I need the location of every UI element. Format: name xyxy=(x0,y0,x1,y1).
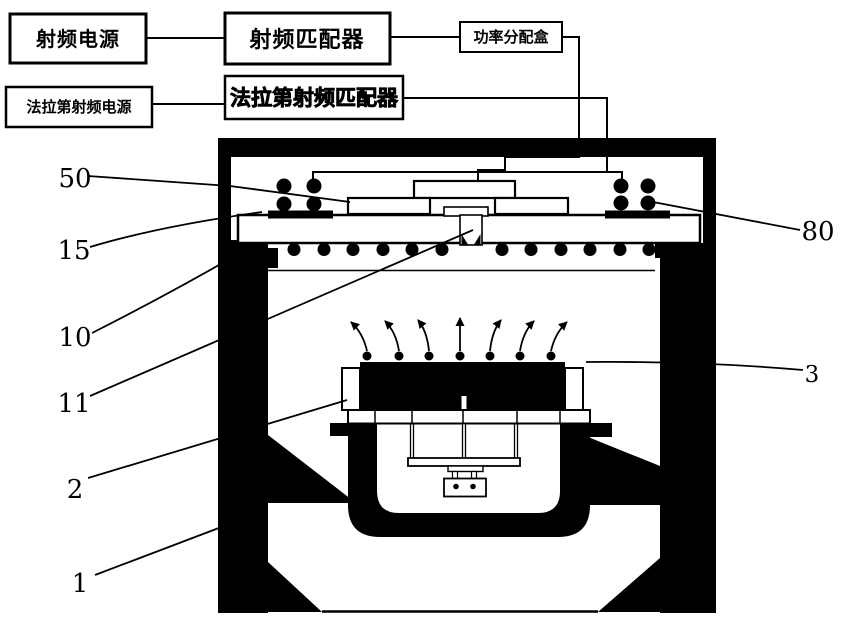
susceptor-center-seam xyxy=(461,396,467,410)
coil-turns-right xyxy=(613,178,656,211)
clamp-bracket-left xyxy=(341,367,361,411)
leader-10 xyxy=(91,245,253,334)
pedestal-shaft xyxy=(409,424,519,458)
drive-box xyxy=(443,477,487,498)
coil-dot xyxy=(640,195,656,211)
ref-2: 2 xyxy=(67,475,84,505)
faraday-rf-power-label: 法拉第射频电源 xyxy=(26,98,131,116)
arrow xyxy=(519,320,535,352)
leader-11 xyxy=(89,229,474,397)
fastener-dot xyxy=(613,243,627,256)
support-band xyxy=(347,409,591,425)
ref-1: 1 xyxy=(72,569,89,599)
feed-block-top xyxy=(412,179,517,200)
base-wedge-right xyxy=(588,437,660,505)
stem-wedge-right xyxy=(474,234,481,245)
fastener-dot xyxy=(405,243,419,256)
window-assembly xyxy=(236,178,702,256)
reference-numerals: 50 15 10 11 2 1 80 3 xyxy=(57,164,834,599)
coil-dot xyxy=(613,195,629,211)
bracket-leg-left xyxy=(451,470,459,480)
stem-wedge-left xyxy=(461,234,468,245)
rf-power-box xyxy=(8,12,148,65)
wire-divider-to-coil xyxy=(477,36,580,183)
feed-slab-right xyxy=(493,196,570,216)
block-diagram: 射频电源 射频匹配器 功率分配盒 法拉第射频电源 法拉第射频匹配器 xyxy=(4,11,623,183)
leader-lines xyxy=(87,175,804,576)
coil-turns-left xyxy=(276,178,322,212)
coil-dot xyxy=(613,178,629,194)
arrow xyxy=(417,319,430,352)
rf-matcher-label: 射频匹配器 xyxy=(248,27,364,52)
electrode-strip-right xyxy=(605,210,670,219)
shaft-bracket xyxy=(447,465,484,473)
window-fastener-row xyxy=(287,243,656,256)
rf-matcher-box xyxy=(223,11,392,66)
arrow xyxy=(384,320,400,352)
chamber-bottom-chamfer-left xyxy=(268,562,322,612)
ref-80: 80 xyxy=(801,217,834,247)
fastener-dot xyxy=(317,243,331,256)
chamber-wall-step-right xyxy=(655,243,665,258)
shaft-base-plate xyxy=(407,457,521,467)
fastener-dot xyxy=(435,243,449,256)
base-wedge-left xyxy=(268,435,356,503)
chamber-body xyxy=(218,138,716,613)
faraday-rf-matcher-box xyxy=(223,74,405,121)
ref-11: 11 xyxy=(57,389,90,419)
arrow-base-dots xyxy=(362,351,556,361)
power-divider-label: 功率分配盒 xyxy=(473,28,549,46)
fastener-dot xyxy=(524,243,538,256)
chamber-lower-wall-right xyxy=(660,243,716,613)
chamber-top-bar xyxy=(218,138,716,157)
pedestal-bowl xyxy=(348,423,590,537)
plasma-arrows xyxy=(350,317,568,361)
chamber-bottom-chamfer-right xyxy=(598,558,660,612)
chamber-upper-wall-left xyxy=(218,138,231,242)
base-ledge-right xyxy=(588,423,612,437)
fastener-dot xyxy=(495,243,509,256)
rf-power-label: 射频电源 xyxy=(35,27,120,51)
ref-3: 3 xyxy=(805,362,820,388)
base-ledge-left xyxy=(330,423,348,436)
support-band-dividers xyxy=(374,410,561,424)
ref-50: 50 xyxy=(58,164,91,194)
leader-2 xyxy=(87,399,348,479)
coil-dot xyxy=(640,178,656,194)
power-divider-box xyxy=(459,21,563,53)
fastener-dot xyxy=(287,243,301,256)
arrow xyxy=(550,321,568,352)
bracket-leg-right xyxy=(470,470,478,480)
clamp-bracket-right xyxy=(564,367,584,411)
ref-15: 15 xyxy=(57,236,90,266)
leader-3 xyxy=(585,361,804,371)
chamber-wall-nub-left xyxy=(266,248,278,268)
leader-80 xyxy=(652,201,801,231)
coil-dot xyxy=(276,178,292,194)
coil-dot xyxy=(276,196,292,212)
leader-50 xyxy=(87,175,351,203)
faraday-rf-power-box xyxy=(4,85,154,129)
leader-15 xyxy=(89,211,263,248)
fastener-dot xyxy=(583,243,597,256)
pedestal-assembly xyxy=(268,362,660,537)
arrow xyxy=(350,321,368,352)
chamber-upper-wall-right xyxy=(703,138,716,244)
drive-box-dot xyxy=(470,483,476,490)
wire-coil-feed-bus xyxy=(312,171,623,181)
fastener-dot xyxy=(554,243,568,256)
faraday-rf-matcher-label: 法拉第射频匹配器 xyxy=(230,86,399,110)
coil-dot xyxy=(306,178,322,194)
feed-slab-left xyxy=(346,196,432,216)
electrode-strip-left xyxy=(268,210,333,219)
fastener-dot xyxy=(376,243,390,256)
leader-1 xyxy=(94,522,233,576)
fastener-dot xyxy=(346,243,360,256)
ref-10: 10 xyxy=(58,323,91,353)
arrow xyxy=(489,319,502,352)
drive-box-dot xyxy=(453,483,459,490)
fastener-dot xyxy=(642,243,656,256)
coil-dot xyxy=(306,196,322,212)
